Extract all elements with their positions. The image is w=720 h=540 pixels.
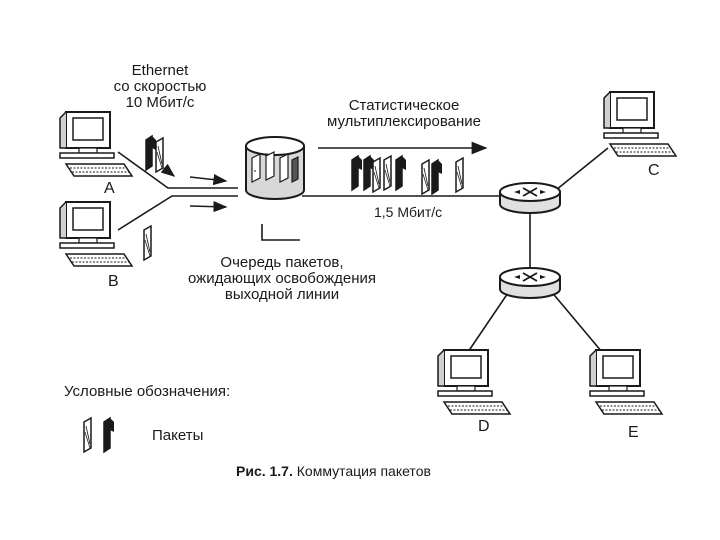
figure-caption: Рис. 1.7. Коммутация пакетов: [236, 463, 431, 479]
queue-label-line1: Очередь пакетов,: [220, 254, 344, 271]
link-b-to-switch: [117, 195, 238, 231]
queue-label: Очередь пакетов, ожидающих освобождения …: [188, 254, 376, 304]
queue-label-line3: выходной линии: [224, 286, 340, 304]
node-label-a: A: [104, 180, 115, 197]
arrow-b-in: [189, 201, 228, 213]
computer-b-icon: [59, 201, 133, 267]
link-router2-to-e: [549, 289, 603, 353]
packets-from-a: [145, 135, 164, 173]
node-label-c: C: [648, 162, 660, 179]
stat-mux-label: Статистическое мультиплексирование: [327, 97, 481, 131]
computer-d-icon: [437, 349, 511, 415]
arrow-ethernet-in: [160, 163, 176, 177]
stat-mux-label-line2: мультиплексирование: [327, 113, 481, 131]
computer-c-icon: [603, 91, 677, 157]
figure-caption-number: Рис. 1.7.: [236, 463, 293, 479]
arrow-a-in: [189, 174, 228, 186]
ethernet-label-line3: 10 Мбит/с: [125, 94, 195, 112]
input-arrows: [160, 163, 228, 213]
node-label-b: B: [108, 273, 119, 290]
packets-from-b: [143, 225, 152, 261]
link-router2-to-d: [467, 289, 511, 353]
queue-label-line2: ожидающих освобождения: [188, 270, 376, 288]
router-1-icon: [499, 182, 561, 214]
node-label-d: D: [478, 418, 490, 435]
queue-leader-line: [261, 224, 300, 241]
ethernet-label-line2: со скоростью: [113, 78, 207, 96]
figure-caption-text: Коммутация пакетов: [292, 463, 431, 479]
legend-title: Условные обозначения:: [64, 383, 231, 400]
node-label-e: E: [628, 424, 639, 441]
ethernet-label: Ethernet со скоростью 10 Мбит/с: [113, 62, 207, 112]
switch-cylinder: [245, 136, 305, 200]
stat-mux-label-line1: Статистическое: [348, 97, 460, 114]
computer-a-icon: [59, 111, 133, 177]
legend-packet-icons: [83, 417, 115, 453]
line-speed-label: 1,5 Мбит/с: [374, 204, 443, 220]
router-2-icon: [499, 267, 561, 299]
computer-e-icon: [589, 349, 663, 415]
packets-on-output-line: [351, 155, 464, 195]
legend-packets-label: Пакеты: [152, 427, 204, 444]
ethernet-label-line1: Ethernet: [131, 62, 189, 79]
link-a-to-switch: [117, 151, 238, 189]
link-lines: [117, 147, 609, 353]
link-router1-to-c: [555, 147, 609, 191]
